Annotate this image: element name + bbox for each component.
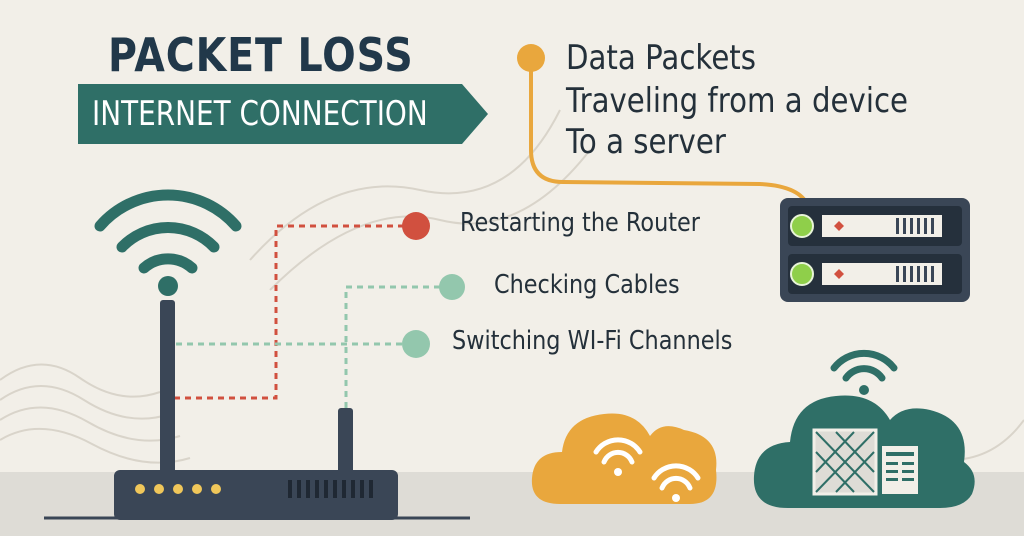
cables-connector — [344, 285, 442, 408]
subtitle-banner — [78, 84, 488, 144]
packets-line-2: Traveling from a device — [566, 81, 909, 121]
step-2-dot — [439, 274, 465, 300]
packets-line-3: To a server — [566, 122, 726, 162]
step-1-dot — [402, 212, 430, 240]
server-rack-icon — [780, 198, 970, 302]
step-restart-router: Restarting the Router — [460, 208, 700, 238]
network-cloud-icon — [753, 349, 975, 508]
packet-dot — [517, 44, 545, 72]
wifi-router-icon — [94, 189, 398, 520]
router-connector — [174, 224, 412, 400]
step-3-dot — [402, 330, 430, 358]
step-switch-channels: Switching WI-Fi Channels — [452, 326, 733, 356]
page-title: PACKET LOSS — [108, 28, 414, 82]
wifi-cloud-icon — [531, 413, 717, 504]
subtitle-text: INTERNET CONNECTION — [92, 94, 428, 134]
packets-line-1: Data Packets — [566, 38, 757, 78]
step-check-cables: Checking Cables — [494, 270, 680, 300]
packet-path — [529, 60, 810, 207]
